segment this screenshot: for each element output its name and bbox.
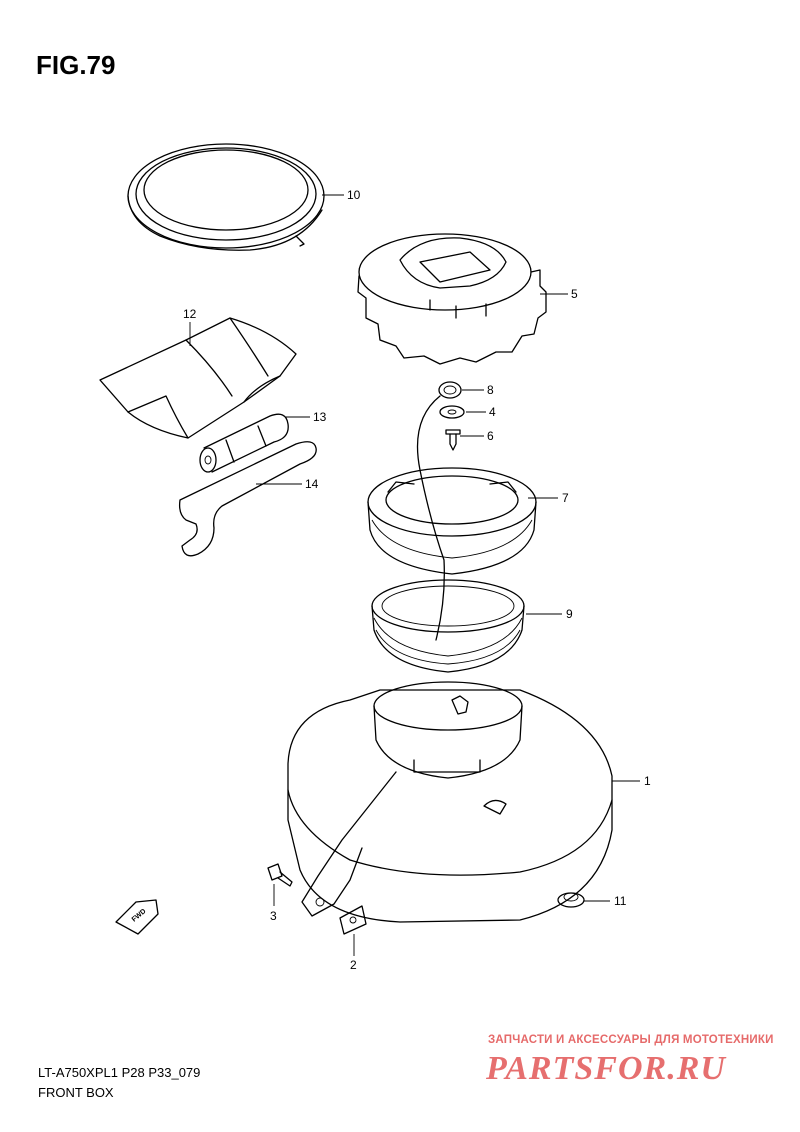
fwd-arrow-icon: FWD — [115, 899, 159, 935]
part-7-mounting-ring — [367, 467, 537, 575]
callout-labels: 10 5 8 4 6 7 9 1 11 12 13 14 3 2 — [183, 188, 651, 972]
callout-10: 10 — [347, 188, 361, 202]
callout-13: 13 — [313, 410, 327, 424]
part-10-seal-ring — [127, 143, 325, 251]
callout-12: 12 — [183, 307, 197, 321]
part-1-front-box — [287, 681, 613, 923]
callout-2: 2 — [350, 958, 357, 972]
callout-5: 5 — [571, 287, 578, 301]
model-code: LT-A750XPL1 P28 P33_079 — [38, 1065, 201, 1080]
callout-11: 11 — [614, 894, 627, 908]
part-5-cap — [357, 233, 547, 365]
callout-14: 14 — [305, 477, 319, 491]
part-8-tether-ring — [416, 381, 462, 641]
part-3-bolt — [267, 863, 293, 887]
section-name: FRONT BOX — [38, 1085, 114, 1100]
part-6-screw — [445, 429, 461, 451]
watermark-tagline: ЗАПЧАСТИ И АКСЕССУАРЫ ДЛЯ МОТОТЕХНИКИ — [488, 1034, 774, 1046]
part-13-tool-tube — [199, 413, 289, 473]
callout-7: 7 — [562, 491, 569, 505]
leader-lines — [189, 194, 640, 956]
callout-1: 1 — [644, 774, 651, 788]
callout-9: 9 — [566, 607, 573, 621]
part-2-bracket-nut — [301, 771, 397, 935]
part-12-tool-bag — [99, 317, 297, 439]
callout-4: 4 — [489, 405, 496, 419]
figure-title: FIG.79 — [36, 50, 116, 80]
watermark-logo: PARTSFOR.RU — [486, 1050, 726, 1087]
part-4-washer — [439, 405, 465, 419]
part-14-spanner-wrench — [178, 441, 317, 557]
part-9-threaded-ring — [371, 579, 525, 673]
callout-6: 6 — [487, 429, 494, 443]
callout-3: 3 — [270, 909, 277, 923]
part-11-grommet — [557, 892, 585, 908]
callout-8: 8 — [487, 383, 494, 397]
